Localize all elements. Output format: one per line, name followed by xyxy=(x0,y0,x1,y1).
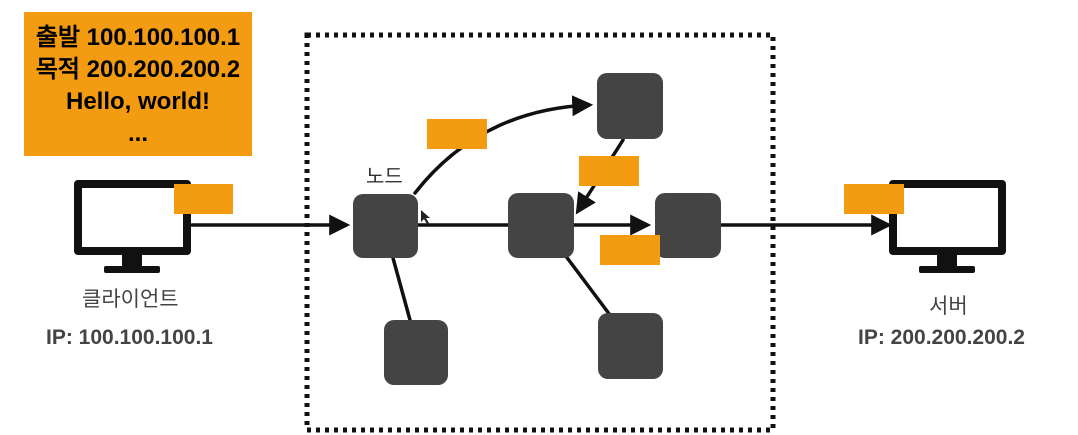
packet-on-upper-path xyxy=(427,119,487,149)
connections xyxy=(190,95,893,322)
packet-payload: Hello, world! xyxy=(66,88,210,115)
server-ip: IP: 200.200.200.2 xyxy=(858,326,1025,349)
node-entry xyxy=(353,194,418,258)
packet-ellipsis: ... xyxy=(127,120,148,147)
client-ip: IP: 100.100.100.1 xyxy=(46,326,213,349)
node-right xyxy=(655,193,721,258)
node1-to-node-top-arrow xyxy=(413,95,594,195)
packet-at-server xyxy=(844,184,904,214)
packet-near-node-top xyxy=(579,156,639,186)
packet-near-node-right xyxy=(600,235,660,265)
node-top xyxy=(597,73,663,139)
packet-info-box: 출발 100.100.100.1 목적 200.200.200.2 Hello,… xyxy=(24,12,252,156)
node-bottom-left xyxy=(384,320,448,385)
node-bottom-right xyxy=(598,313,663,379)
client-label: 클라이언트 xyxy=(82,287,179,311)
server-label: 서버 xyxy=(929,294,968,318)
cursor-icon xyxy=(421,210,430,224)
packet-source: 출발 100.100.100.1 xyxy=(35,24,241,51)
node-center-to-node-bottom-right-link xyxy=(563,253,612,317)
client-computer-icon xyxy=(74,180,191,273)
nodes xyxy=(353,73,721,385)
node-label: 노드 xyxy=(366,164,403,188)
node1-to-node-bottom-link xyxy=(391,256,412,322)
server-computer-icon xyxy=(889,180,1006,273)
packet-at-client xyxy=(174,184,233,214)
internet-boundary xyxy=(304,32,776,433)
node-center xyxy=(508,193,574,258)
packets xyxy=(174,119,904,265)
packet-destination: 목적 200.200.200.2 xyxy=(35,56,241,83)
